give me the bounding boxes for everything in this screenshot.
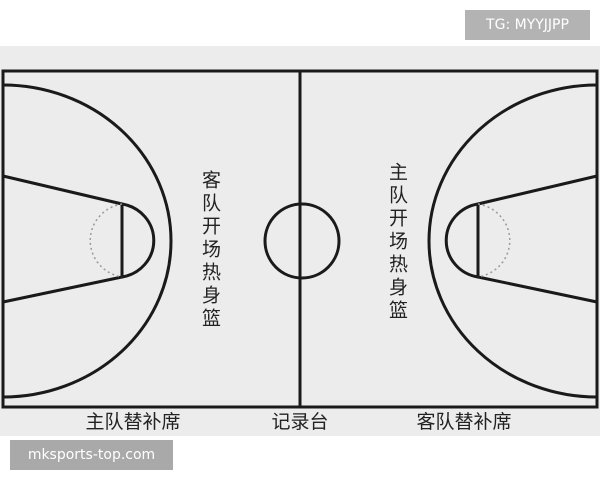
away-bench-label: 客队替补席 bbox=[416, 411, 511, 433]
court-lines bbox=[1, 69, 599, 409]
right-free-throw-arc bbox=[444, 202, 479, 279]
right-key bbox=[476, 174, 598, 304]
right-dashed-arc bbox=[477, 203, 511, 278]
left-three-point-arc bbox=[2, 83, 173, 399]
left-free-throw-arc bbox=[121, 202, 156, 279]
restricted-areas bbox=[89, 203, 511, 278]
center-circle bbox=[263, 202, 341, 280]
watermark-bottom: mksports-top.com bbox=[10, 440, 173, 470]
scorer-table-label: 记录台 bbox=[271, 411, 328, 433]
left-key bbox=[2, 174, 124, 304]
left-dashed-arc bbox=[89, 203, 123, 278]
left-half-label: 客队开场热身篮 bbox=[199, 170, 221, 331]
watermark-top: TG: MYYJJPP bbox=[465, 10, 590, 40]
home-bench-label: 主队替补席 bbox=[85, 411, 180, 433]
right-three-point-arc bbox=[427, 83, 598, 399]
right-half-label: 主队开场热身篮 bbox=[386, 162, 408, 323]
